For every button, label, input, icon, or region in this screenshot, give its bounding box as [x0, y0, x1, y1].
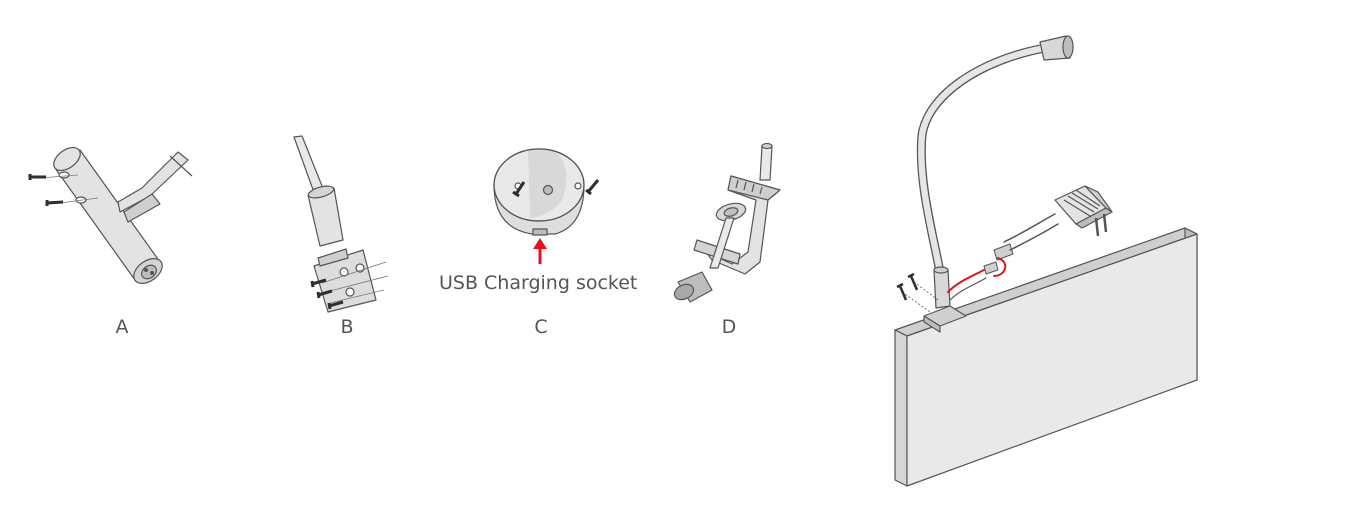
usb-charging-socket-label: USB Charging socket: [439, 272, 637, 294]
screw-icon: [45, 200, 64, 206]
usb-arrow-icon: [533, 238, 547, 264]
screw-icon: [896, 282, 908, 301]
figure-c-round-base: [493, 148, 585, 236]
figure-b-label: B: [340, 316, 353, 338]
screw-icon: [28, 174, 46, 180]
screw-icon: [327, 300, 344, 310]
wall-screws: [896, 272, 939, 313]
figure-d-table-clamp: [673, 142, 781, 303]
screw-icon: [585, 179, 600, 196]
screw-icon: [316, 289, 333, 299]
figure-a-screws: [28, 174, 99, 206]
figure-a-wall-mount-tube: [53, 146, 193, 285]
figure-c-screws: [512, 179, 600, 198]
power-cable: [947, 213, 1059, 301]
screw-icon: [512, 181, 526, 198]
screw-icon: [907, 272, 919, 291]
screw-icon: [310, 278, 327, 288]
figure-a-label: A: [116, 316, 129, 338]
power-adapter: [1054, 185, 1113, 237]
figure-c-label: C: [534, 316, 547, 338]
gooseneck-lamp: [916, 35, 1074, 333]
figure-b-screws: [310, 261, 389, 310]
figure-b-plate-mount: [293, 135, 377, 313]
figure-d-label: D: [722, 316, 737, 338]
panel-board: [894, 227, 1198, 487]
